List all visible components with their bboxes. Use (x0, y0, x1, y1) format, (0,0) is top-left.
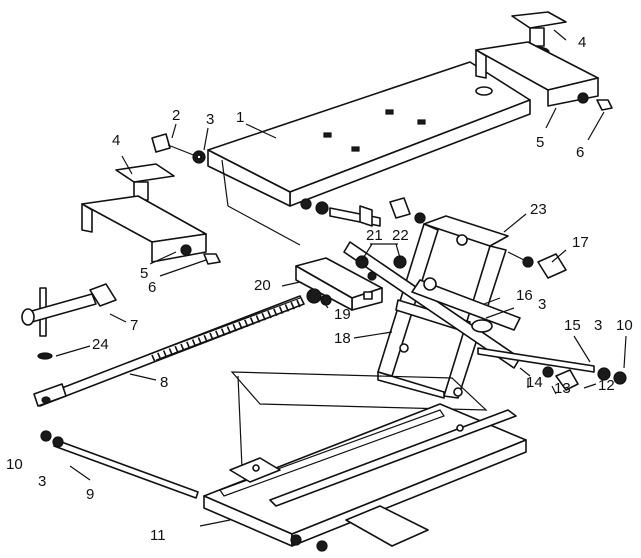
thread-tick (273, 308, 278, 317)
thread-tick (180, 343, 185, 352)
thread-tick (284, 304, 290, 312)
thread-tick (186, 341, 191, 350)
nut-21-22 (355, 255, 407, 281)
label-part-19: 19 (334, 306, 351, 323)
thread-tick (220, 328, 226, 336)
leader-lines (55, 29, 627, 527)
label-part-3-right: 3 (594, 317, 603, 334)
label-part-17: 17 (572, 234, 589, 251)
label-part-3-top: 3 (206, 111, 215, 128)
label-part-18: 18 (334, 330, 351, 347)
thread-tick (296, 299, 301, 308)
label-part-4-right: 4 (578, 34, 587, 51)
label-part-11: 11 (150, 527, 166, 544)
thread-tick (232, 323, 237, 332)
pin-24 (37, 352, 53, 360)
support-pad-right (475, 11, 613, 111)
thread-tick (261, 312, 266, 321)
label-part-3-mid: 3 (538, 296, 547, 313)
thread-tick (267, 310, 272, 319)
support-pad-left (81, 163, 221, 265)
label-part-22: 22 (392, 227, 409, 244)
thread-tick (197, 337, 203, 345)
pivot-arms (343, 241, 521, 369)
thread-tick (290, 301, 295, 310)
thread-tick (255, 315, 261, 323)
label-part-21: 21 (366, 227, 383, 244)
label-part-4-left: 4 (112, 132, 121, 149)
thread-tick (244, 319, 249, 328)
thread-tick (249, 317, 255, 325)
label-part-10-right: 10 (616, 317, 633, 334)
label-part-16: 16 (516, 287, 533, 304)
label-part-23: 23 (530, 201, 547, 218)
label-part-15: 15 (564, 317, 581, 334)
label-part-1: 1 (236, 109, 245, 126)
thread-tick (278, 306, 284, 314)
label-part-7: 7 (130, 317, 139, 334)
label-part-10-left: 10 (6, 456, 23, 473)
pivot-rod-right (477, 347, 627, 391)
thread-tick (174, 345, 179, 354)
label-part-6-right: 6 (576, 144, 585, 161)
thread-tick (226, 326, 232, 334)
thread-tick (157, 352, 162, 361)
label-part-2: 2 (172, 107, 181, 124)
thread-tick (203, 334, 208, 343)
label-part-12: 12 (598, 377, 615, 394)
label-part-3-left: 3 (38, 473, 47, 490)
label-part-20: 20 (254, 277, 271, 294)
label-part-9: 9 (86, 486, 95, 503)
nut-block (295, 257, 383, 311)
base-frame (203, 371, 527, 552)
label-part-5-right: 5 (536, 134, 545, 151)
thread-tick (191, 339, 197, 347)
thread-tick (215, 330, 220, 339)
bolt-washer-top (151, 133, 206, 164)
rollers (389, 197, 567, 279)
top-plate (207, 61, 531, 246)
rod-threads (151, 299, 301, 363)
label-part-24: 24 (92, 336, 109, 353)
label-part-13: 13 (554, 380, 571, 397)
thread-tick (151, 354, 156, 363)
t-handle-crank (21, 283, 117, 337)
thread-tick (209, 332, 214, 341)
label-part-14: 14 (526, 374, 543, 391)
label-part-8: 8 (160, 374, 169, 391)
thread-tick (168, 348, 174, 356)
thread-tick (162, 350, 168, 358)
bolt-under-plate (300, 198, 381, 227)
label-part-5-left: 5 (140, 265, 149, 282)
axle-rod (40, 430, 199, 499)
label-part-6-left: 6 (148, 279, 157, 296)
thread-tick (238, 321, 243, 330)
